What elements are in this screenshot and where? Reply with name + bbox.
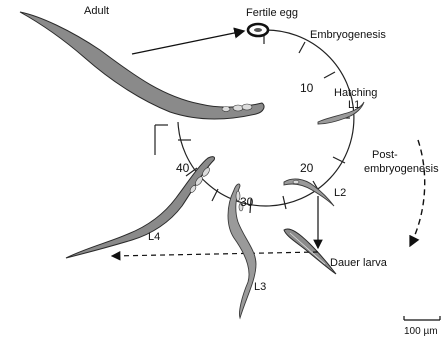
dauer-larva xyxy=(284,229,336,274)
label-l2: L2 xyxy=(334,187,346,199)
label-post-embryogenesis-line2: embryogenesis xyxy=(364,163,439,175)
label-l1: L1 xyxy=(348,99,360,111)
label-fertile-egg: Fertile egg xyxy=(246,7,298,19)
clock-tick-40: 40 xyxy=(176,161,190,175)
adult-worm xyxy=(20,12,264,119)
label-post-embryogenesis-line1: Post- xyxy=(372,149,398,161)
scale-bar xyxy=(404,316,440,320)
clock-tick-10: 10 xyxy=(300,81,314,95)
label-adult: Adult xyxy=(84,5,109,17)
label-l4: L4 xyxy=(148,231,160,243)
label-dauer-larva: Dauer larva xyxy=(330,257,388,269)
label-hatching: Hatching xyxy=(334,87,377,99)
fertile-egg xyxy=(248,24,268,36)
adult-to-egg-arrow xyxy=(132,31,244,54)
scale-bar-label: 100 µm xyxy=(404,326,438,337)
clock-tick-20: 20 xyxy=(300,161,314,175)
label-l3: L3 xyxy=(254,281,266,293)
post-embryogenesis-arrow xyxy=(410,140,425,246)
dauer-to-l4-dashed-arrow xyxy=(112,252,318,256)
label-embryogenesis: Embryogenesis xyxy=(310,29,386,41)
clock-tick-30: 30 xyxy=(240,195,254,209)
